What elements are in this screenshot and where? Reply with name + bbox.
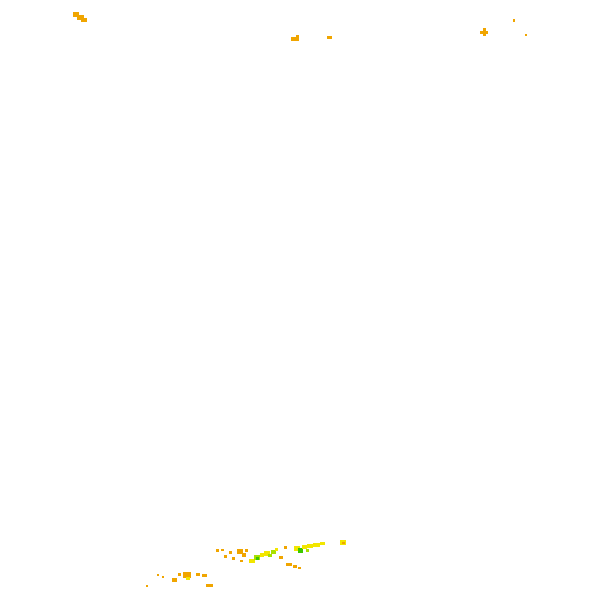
speckle-bottom	[202, 574, 207, 577]
speckle-top-middle	[291, 37, 297, 41]
speckle-bottom	[342, 542, 345, 544]
speckle-top-right	[483, 28, 486, 36]
speckle-bottom	[237, 549, 243, 554]
speckle-bottom	[320, 542, 325, 545]
speckle-bottom	[298, 567, 301, 569]
speckle-bottom	[224, 555, 227, 558]
speckle-bottom	[306, 549, 309, 552]
speckle-bottom	[264, 551, 270, 556]
speckle-bottom	[229, 551, 232, 554]
speckle-bottom	[256, 557, 259, 560]
speckle-top-middle	[327, 36, 332, 39]
speckle-bottom	[271, 550, 276, 554]
speckle-bottom	[186, 577, 190, 580]
speckle-bottom	[286, 563, 292, 566]
speckle-bottom	[313, 543, 320, 547]
speckle-top-right	[525, 34, 527, 36]
speckle-bottom	[240, 560, 243, 562]
speckle-bottom	[172, 578, 177, 582]
speckle-bottom	[157, 574, 159, 576]
speckle-top-left	[73, 12, 79, 17]
speckle-bottom	[249, 559, 255, 563]
speckle-bottom	[268, 554, 272, 557]
speckle-bottom	[162, 576, 164, 578]
speckle-bottom	[242, 553, 246, 557]
speckle-bottom	[260, 553, 264, 557]
speckle-bottom	[275, 548, 278, 551]
speckle-bottom	[284, 546, 287, 549]
speckle-bottom	[196, 573, 200, 576]
speckle-bottom	[178, 573, 181, 576]
data-pixel-layer	[73, 12, 527, 587]
speckle-bottom	[298, 548, 303, 553]
speckle-bottom	[279, 556, 283, 559]
speckle-top-left	[81, 18, 87, 22]
speckle-bottom	[302, 545, 307, 549]
speckle-top-left	[77, 15, 84, 20]
speckle-bottom	[245, 549, 248, 552]
speckle-bottom	[183, 572, 191, 578]
speckle-bottom	[294, 546, 300, 551]
speckle-bottom	[232, 557, 235, 560]
speckle-bottom	[307, 544, 313, 548]
speckle-bottom	[221, 549, 224, 551]
speckle-bottom	[146, 585, 148, 587]
speckle-bottom	[216, 549, 219, 552]
speckle-top-middle	[296, 35, 299, 41]
speckle-top-right	[513, 19, 515, 22]
speckle-bottom	[293, 565, 297, 568]
speckle-bottom	[206, 584, 213, 587]
